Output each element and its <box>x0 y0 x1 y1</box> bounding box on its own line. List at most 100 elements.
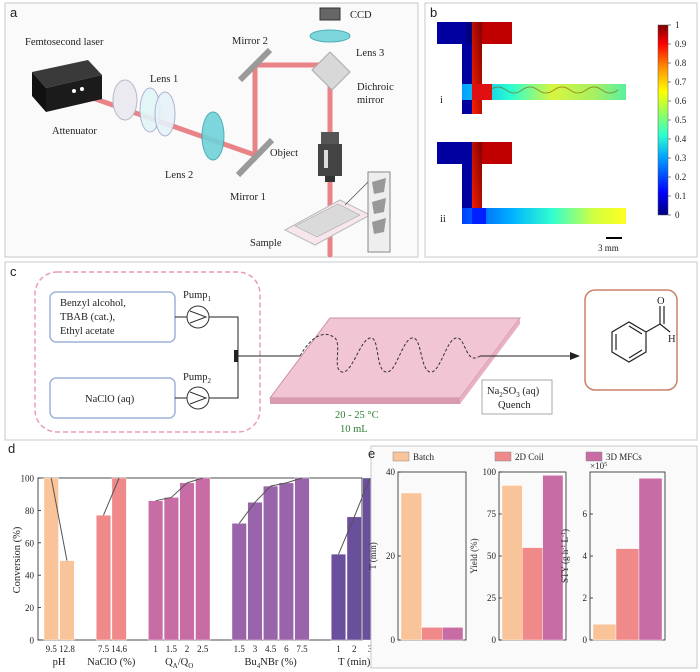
y-tick-label-e: 2 <box>583 593 588 603</box>
reactor-chip <box>269 317 521 404</box>
y-tick-label-e: 40 <box>386 467 396 477</box>
mirror-1 <box>235 137 275 178</box>
y-tick-label-e: 6 <box>583 509 588 519</box>
x-tick-label-d: 7.5 <box>296 644 308 654</box>
legend-label: 2D Coil <box>515 452 544 462</box>
femtosecond-laser <box>32 60 102 112</box>
x-tick-label-d: 6 <box>284 644 289 654</box>
y-tick-label-d: 0 <box>30 636 35 646</box>
axis-label-d-y: Conversion (%) <box>12 526 23 593</box>
x-tick-label-d: 1.5 <box>234 644 246 654</box>
trend-line <box>238 477 303 524</box>
axis-label-e-y: Yield (%) <box>469 538 479 573</box>
feed-dashed-box <box>34 271 261 433</box>
sample-inset <box>344 171 391 253</box>
trend-line <box>338 477 371 555</box>
y-tick-label-d: 20 <box>25 603 35 613</box>
x-tick-label-d: 7.5 <box>98 644 110 654</box>
y-tick-label-d: 40 <box>25 571 35 581</box>
benzaldehyde-structure <box>611 306 671 363</box>
y-tick-label-e: 50 <box>487 551 497 561</box>
y-tick-label-d: 80 <box>25 506 35 516</box>
x-tick-label-d: 3 <box>368 644 373 654</box>
dichroic-mirror <box>311 51 351 91</box>
x-tick-label-d: 14.6 <box>111 644 127 654</box>
y-tick-label-e: 4 <box>583 551 588 561</box>
bar <box>231 523 247 641</box>
bar <box>148 500 164 641</box>
panel-a: a Femtosecond laser Attenuator Lens 1 Le… <box>4 2 419 258</box>
legend-swatch <box>392 451 410 462</box>
legend-swatch <box>494 451 512 462</box>
panel-label-c: c <box>10 264 17 279</box>
panel-b: b i ii 10.90.80.70.60.50.40.30.20.10 <box>424 2 698 258</box>
x-tick-label-d: 1 <box>153 644 158 654</box>
reagent-line-2: TBAB (cat.), <box>60 312 115 323</box>
lens-3 <box>309 29 351 43</box>
label-attenuator: Attenuator <box>52 126 97 137</box>
oxidant-label: NaClO (aq) <box>85 394 135 405</box>
colorbar-tick-label: 1 <box>675 20 680 30</box>
pump-2-label: Pump2 <box>183 372 212 385</box>
panel-label-a: a <box>10 5 18 20</box>
bar <box>346 516 362 641</box>
condition-volume: 10 mL <box>340 424 368 435</box>
colorbar-tick-label: 0.5 <box>675 115 687 125</box>
bar <box>542 475 564 641</box>
trend-line <box>155 477 203 502</box>
y-tick-label-e: 0 <box>492 635 497 645</box>
y-tick-label-e: 20 <box>386 551 396 561</box>
label-lens-1: Lens 1 <box>150 74 178 85</box>
mirror-2 <box>237 47 273 83</box>
label-dichroic-2: mirror <box>357 95 384 106</box>
bar <box>421 627 443 641</box>
pump-1-label: Pump1 <box>183 290 212 303</box>
axis-label-e-y: STY (g h-1 L-1) <box>560 529 570 583</box>
panel-label-e: e <box>368 446 375 461</box>
atom-O: O <box>657 296 665 307</box>
arrow-right-icon <box>570 352 580 360</box>
group-label-d: pH <box>53 657 66 668</box>
quench-label: Quench <box>498 400 531 411</box>
panel-c: c Benzyl alcohol, TBAB (cat.), Ethyl ace… <box>4 261 698 441</box>
bar <box>247 502 263 641</box>
x-tick-label-d: 1 <box>336 644 341 654</box>
colorbar-ticks: 10.90.80.70.60.50.40.30.20.10 <box>668 20 687 220</box>
bar <box>294 477 310 641</box>
axis-label-e-y: T (min) <box>368 542 378 570</box>
colorbar-tick-label: 0.4 <box>675 134 687 144</box>
label-ccd: CCD <box>350 10 372 21</box>
y-tick-label-e: 100 <box>483 467 497 477</box>
colorbar-tick-label: 0 <box>675 210 680 220</box>
bar <box>179 482 195 641</box>
colorbar-tick-label: 0.1 <box>675 191 686 201</box>
label-mirror-1: Mirror 1 <box>230 192 266 203</box>
group-label-d: NaClO (%) <box>87 657 136 668</box>
group-label-d: Bu4NBr (%) <box>245 657 298 670</box>
quench-box <box>481 379 553 415</box>
x-tick-label-d: 2 <box>185 644 190 654</box>
bar <box>278 482 294 641</box>
bar <box>501 485 523 641</box>
axis-exponent-e: ×105 <box>590 461 607 471</box>
colorbar-tick-label: 0.6 <box>675 96 687 106</box>
label-femtosecond-laser: Femtosecond laser <box>25 37 104 48</box>
x-tick-label-d: 1.5 <box>166 644 178 654</box>
lens-2 <box>201 111 225 161</box>
condition-temp: 20 - 25 °C <box>335 410 379 421</box>
legend-label: 3D MFCs <box>606 452 642 462</box>
colorbar-tick-label: 0.2 <box>675 172 686 182</box>
pump-2 <box>186 386 210 410</box>
row-label-i: i <box>440 95 443 106</box>
legend-swatch <box>585 451 603 462</box>
trend-line <box>50 477 68 561</box>
reagent-line-3: Ethyl acetate <box>60 326 115 337</box>
colorbar <box>657 24 669 216</box>
x-tick-label-d: 4.5 <box>265 644 277 654</box>
row-label-ii: ii <box>440 214 446 225</box>
